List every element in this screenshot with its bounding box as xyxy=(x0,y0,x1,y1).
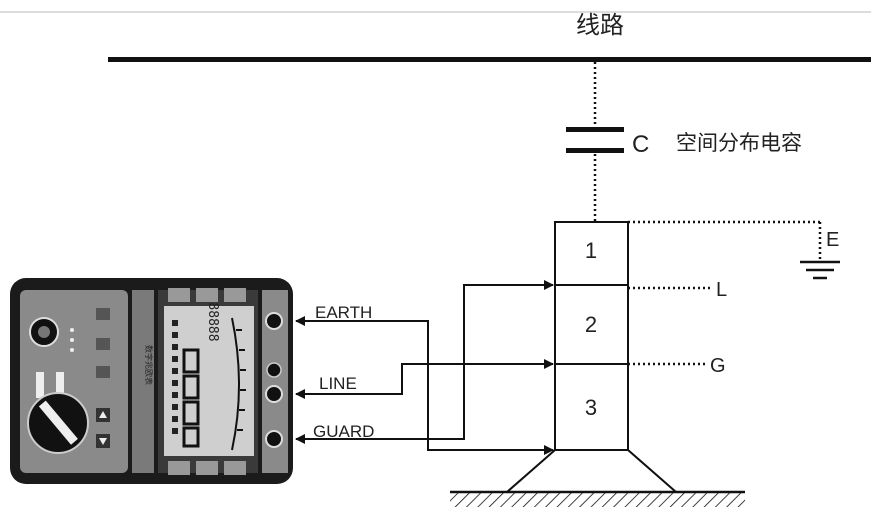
mode-switch[interactable] xyxy=(56,372,64,398)
insulator-base xyxy=(504,449,679,493)
line-label: LINE xyxy=(319,374,357,393)
transmission-line xyxy=(108,57,871,62)
panel-button[interactable] xyxy=(96,308,110,320)
lcd-scale-ticks xyxy=(236,329,246,431)
indicator-dot xyxy=(70,348,74,352)
indicator-dot xyxy=(70,328,74,332)
down-arrow-glyph xyxy=(99,438,107,445)
ground-symbol-icon xyxy=(800,260,840,280)
function-button[interactable] xyxy=(168,288,190,302)
ground-hatch xyxy=(450,493,745,507)
lcd-bargraph xyxy=(172,320,178,434)
terminal-jack-icon[interactable] xyxy=(265,430,283,448)
function-button[interactable] xyxy=(224,461,246,475)
guard-label: GUARD xyxy=(313,422,374,441)
function-button[interactable] xyxy=(224,288,246,302)
meter-side-strip xyxy=(132,290,154,473)
function-button[interactable] xyxy=(168,461,190,475)
panel-button[interactable] xyxy=(96,366,110,378)
indicator-dot xyxy=(70,338,74,342)
panel-button[interactable] xyxy=(96,338,110,350)
insulator-body xyxy=(554,221,629,451)
function-button[interactable] xyxy=(196,461,218,475)
earth-label: EARTH xyxy=(315,303,372,322)
insulator-section-1: 1 xyxy=(585,238,597,263)
capacitor-label: C xyxy=(632,131,649,158)
function-button[interactable] xyxy=(196,288,218,302)
lcd-seven-segment-digits xyxy=(182,348,200,448)
insulation-meter: 数字兆欧表 88888 xyxy=(10,278,293,484)
capacitor-plate-top xyxy=(566,127,624,132)
up-arrow-glyph xyxy=(99,411,107,418)
rotary-selector-pointer xyxy=(38,400,78,445)
capacitor-description: 空间分布电容 xyxy=(676,131,802,155)
ground-label-E: E xyxy=(826,229,839,251)
meter-side-text: 数字兆欧表 xyxy=(144,345,154,385)
lcd-digits: 88888 xyxy=(205,302,220,341)
line-title: 线路 xyxy=(576,11,624,39)
terminal-jack-icon[interactable] xyxy=(265,312,283,330)
terminal-jack-icon[interactable] xyxy=(266,362,282,378)
terminal-jack-icon[interactable] xyxy=(265,385,283,403)
lcd-analog-scale xyxy=(231,317,240,451)
terminal-label-L: L xyxy=(716,279,727,301)
knob-center xyxy=(38,326,50,338)
mode-switch[interactable] xyxy=(36,372,44,398)
insulator-section-2: 2 xyxy=(585,312,597,337)
capacitor-plate-bottom xyxy=(566,148,624,153)
terminal-label-G: G xyxy=(710,355,726,377)
insulator-section-3: 3 xyxy=(585,395,597,420)
